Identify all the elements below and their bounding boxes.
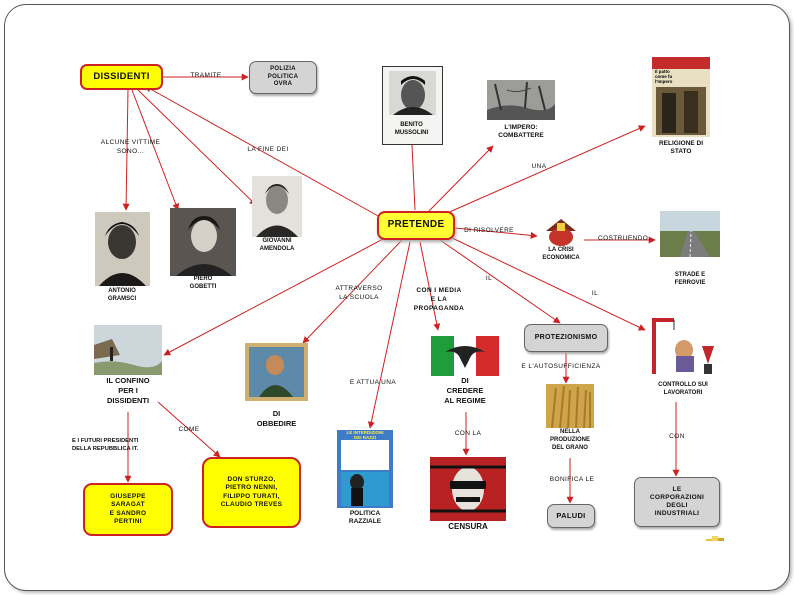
caption-impero: L'IMPERO: COMBATTERE (487, 124, 555, 141)
grano-photo (546, 384, 594, 428)
link-autosufficienza: E L'AUTOSUFFICIENZA (514, 363, 608, 372)
link-tramite: TRAMITE (185, 72, 227, 81)
caption-religione: RELIGIONE DI STATO (641, 140, 721, 157)
node-paludi[interactable]: PALUDI (547, 504, 595, 528)
edge-pretende-credere (420, 242, 438, 330)
node-corporazioni[interactable]: LE CORPORAZIONI DEGLI INDUSTRIALI (634, 477, 720, 527)
caption-obbedire: DI OBBEDIRE (245, 409, 308, 429)
link-bonifica-le: BONIFICA LE (540, 476, 604, 485)
gobetti-portrait (170, 208, 236, 276)
edge-pretende-razziale (370, 242, 410, 428)
caption-controllo: CONTROLLO SUI LAVORATORI (641, 382, 725, 398)
node-saragat-pertini[interactable]: GIUSEPPE SARAGAT E SANDRO PERTINI (83, 483, 173, 536)
link-una: UNA (528, 163, 550, 172)
link-e-attua-una: E ATTUA UNA (340, 379, 406, 388)
caption-amendola: GIOVANNI AMENDOLA (245, 238, 309, 254)
node-pretende[interactable]: PRETENDE (377, 211, 455, 240)
caption-razziale: POLITICA RAZZIALE (330, 510, 400, 527)
link-il-controllo: IL (589, 290, 601, 299)
credere-flag (431, 336, 499, 376)
amendola-portrait (252, 176, 302, 237)
node-protezionismo[interactable]: PROTEZIONISMO (524, 324, 608, 352)
link-con: CON (664, 433, 690, 442)
caption-crisi: LA CRISI ECONOMICA (531, 247, 591, 263)
caption-produzione: NELLA PRODUZIONE DEL GRANO (534, 429, 606, 452)
razziale-poster-title: LE INTERDIZIONI DEI RAZZI (337, 431, 393, 441)
strade-photo (660, 211, 720, 257)
obbedire-poster (245, 343, 308, 401)
cmap-logo-icon (706, 532, 724, 541)
religione-cover-title: Il patto come fu l'Impero (655, 70, 707, 85)
edge-pretende-impero (428, 146, 493, 212)
caption-gramsci: ANTONIO GRAMSCI (92, 288, 152, 304)
node-polizia-politica[interactable]: POLIZIA POLITICA OVRA (249, 61, 317, 94)
link-la-fine-dei: LA FINE DEI (236, 146, 300, 155)
caption-censura: CENSURA (430, 522, 506, 532)
link-con-la: CON LA (444, 430, 492, 439)
crisi-icon (538, 217, 584, 247)
link-attraverso-scuola: ATTRAVERSO LA SCUOLA (330, 285, 388, 303)
link-alcune-vittime: ALCUNE VITTIME SONO... (93, 139, 168, 157)
censura-image (430, 457, 506, 521)
caption-confino: IL CONFINO PER I DISSIDENTI (82, 376, 174, 405)
religione-cover: Il patto come fu l'Impero (652, 57, 710, 137)
caption-credere: DI CREDERE AL REGIME (414, 376, 516, 405)
gramsci-portrait (95, 212, 150, 286)
caption-strade: STRADE E FERROVIE (660, 272, 720, 288)
confino-photo (94, 325, 162, 375)
link-con-i-media: CON I MEDIA E LA PROPAGANDA (408, 287, 470, 313)
controllo-image (644, 316, 722, 378)
link-costruendo: COSTRUENDO... (598, 235, 654, 244)
caption-gobetti: PIERO GOBETTI (170, 276, 236, 292)
caption-futuri-presidenti: E I FUTURI PRESIDENTI DELLA REPUBBLICA I… (72, 438, 184, 453)
node-dissidenti[interactable]: DISSIDENTI (80, 64, 163, 90)
edge-pretende-mussolini (412, 145, 415, 210)
node-sturzo-nenni[interactable]: DON STURZO, PIETRO NENNI, FILIPPO TURATI… (202, 457, 301, 528)
link-il-protezionismo: IL (483, 275, 495, 284)
caption-mussolini: BENITO MUSSOLINI (382, 122, 441, 138)
link-di-risolvere: DI RISOLVERE (456, 227, 522, 236)
link-come: COME (174, 426, 204, 435)
razziale-poster: LE INTERDIZIONI DEI RAZZI (337, 430, 393, 508)
impero-photo (487, 80, 555, 120)
